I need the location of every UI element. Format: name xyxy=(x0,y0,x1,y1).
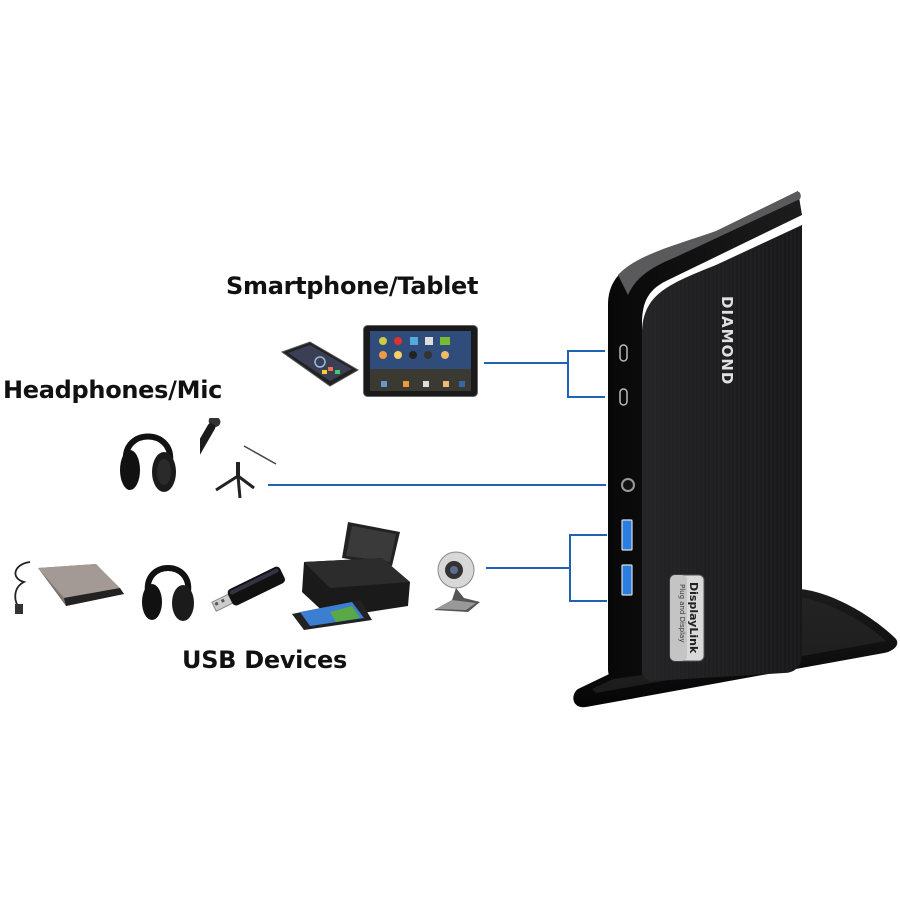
microphone-icon xyxy=(200,418,280,500)
usb-flash-drive-icon xyxy=(206,560,288,618)
tablet-icon xyxy=(363,325,478,397)
usb-3-port-2 xyxy=(621,564,633,596)
usb-devices-label: USB Devices xyxy=(182,646,347,674)
printer-icon xyxy=(290,522,414,632)
headphones-icon xyxy=(118,418,178,494)
connector-branch-usb-1 xyxy=(569,534,607,536)
smartphone-icon xyxy=(280,340,360,390)
connector-branch-usbc-2 xyxy=(567,396,605,398)
headphones-mic-label: Headphones/Mic xyxy=(3,376,223,404)
usb-headphones-icon xyxy=(140,552,196,624)
connector-line-usb xyxy=(486,567,570,569)
connector-line-tablet xyxy=(484,362,568,364)
docking-station xyxy=(606,185,818,685)
smartphone-tablet-label: Smartphone/Tablet xyxy=(226,272,479,300)
connector-bracket-tablet xyxy=(567,350,569,398)
usb-3-port-1 xyxy=(621,519,633,551)
diamond-brand-logo: DIAMOND xyxy=(718,296,736,386)
external-drive-icon xyxy=(8,558,126,616)
displaylink-badge-subtitle: Plug and Display xyxy=(678,584,686,643)
displaylink-badge-title: DisplayLink xyxy=(687,582,700,654)
connector-line-audio xyxy=(268,484,606,486)
connector-branch-usb-2 xyxy=(569,600,607,602)
connector-branch-usbc-1 xyxy=(567,350,605,352)
webcam-icon xyxy=(428,548,484,616)
audio-jack xyxy=(621,478,635,492)
usb-c-port-2 xyxy=(619,388,628,406)
connector-bracket-usb xyxy=(569,534,571,602)
usb-c-port-1 xyxy=(619,344,628,362)
